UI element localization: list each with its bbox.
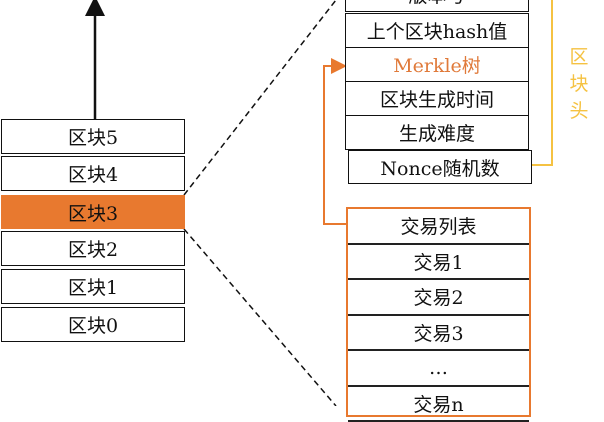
transaction-ellipsis: … xyxy=(348,351,529,387)
block-5: 区块5 xyxy=(1,119,185,154)
header-field-merkle: Merkle树 xyxy=(345,47,529,82)
header-bracket xyxy=(531,0,552,165)
block-2: 区块2 xyxy=(1,231,185,266)
transaction-list-title: 交易列表 xyxy=(348,209,529,245)
block-1: 区块1 xyxy=(1,269,185,304)
header-field-nonce: Nonce随机数 xyxy=(348,150,532,184)
header-field-timestamp: 区块生成时间 xyxy=(345,81,529,116)
zoom-dashed-line-bottom xyxy=(184,229,336,406)
zoom-dashed-line-top xyxy=(184,0,336,195)
merkle-link-arrow xyxy=(324,66,346,224)
transaction-item: 交易1 xyxy=(348,245,529,281)
block-3-highlighted: 区块3 xyxy=(1,195,185,229)
block-4: 区块4 xyxy=(1,156,185,191)
transaction-item: 交易2 xyxy=(348,280,529,316)
header-field-prev-hash: 上个区块hash值 xyxy=(345,13,529,48)
block-header-label: 区块头 xyxy=(568,44,590,125)
transaction-item: 交易3 xyxy=(348,316,529,352)
transaction-item: 交易n xyxy=(348,387,529,422)
header-field-version: 版本号 xyxy=(345,0,529,12)
block-0: 区块0 xyxy=(1,307,185,342)
transaction-list: 交易列表 交易1 交易2 交易3 … 交易n xyxy=(346,207,531,417)
header-field-difficulty: 生成难度 xyxy=(345,115,529,150)
